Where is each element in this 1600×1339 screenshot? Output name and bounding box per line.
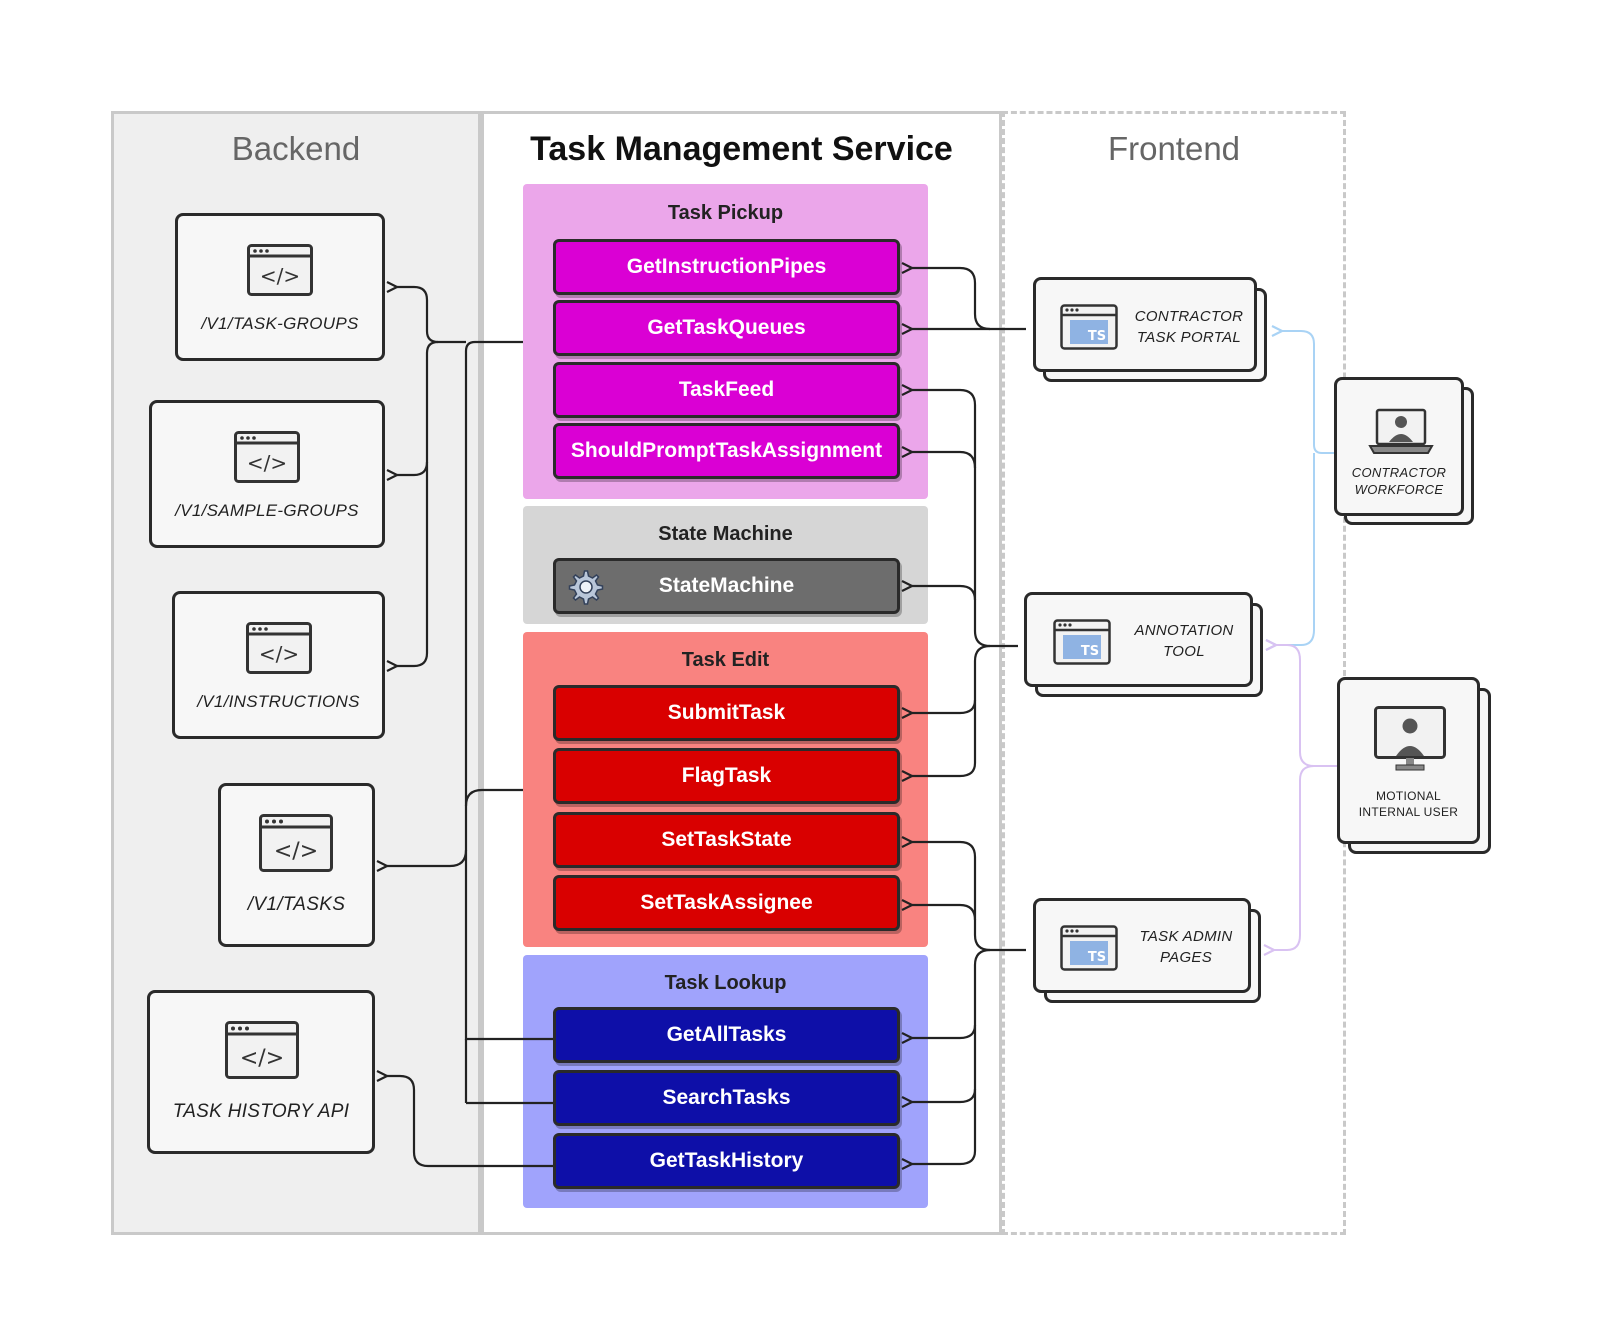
endpoint-set-task-assignee[interactable]: SetTaskAssignee (553, 875, 900, 931)
backend-card-task-groups[interactable]: </> /V1/TASK-GROUPS (175, 213, 385, 361)
backend-title: Backend (231, 130, 361, 167)
user-label-line: INTERNAL USER (1358, 805, 1459, 819)
monitor-user-icon (1374, 706, 1446, 771)
user-card-motional-internal-user[interactable]: MOTIONAL INTERNAL USER (1337, 677, 1480, 844)
endpoint-get-task-history[interactable]: GetTaskHistory (553, 1133, 900, 1189)
backend-label: /V1/SAMPLE-GROUPS (175, 501, 359, 520)
svg-text:</>: </> (260, 264, 300, 288)
connector-line (912, 700, 977, 776)
typescript-window-icon: TS (1060, 304, 1118, 350)
code-window-icon: </> (259, 814, 333, 872)
backend-label: TASK HISTORY API (172, 1101, 350, 1122)
gear-icon (568, 570, 604, 605)
connector-line (912, 644, 991, 713)
frontend-label-line: TOOL (1163, 643, 1205, 660)
connector-line (912, 452, 977, 469)
backend-label: /V1/TASK-GROUPS (201, 314, 359, 333)
frontend-title: Frontend (1107, 130, 1241, 167)
connector-line (912, 905, 977, 921)
endpoint-should-prompt-task-assignment[interactable]: ShouldPromptTaskAssignment (553, 423, 900, 479)
frontend-label: ANNOTATION TOOL (1123, 620, 1245, 662)
frontend-label-line: CONTRACTOR (1134, 308, 1244, 325)
connector-line (912, 268, 1026, 331)
user-label: CONTRACTOR WORKFORCE (1337, 464, 1461, 498)
backend-label: /V1/INSTRUCTIONS (197, 692, 360, 711)
user-label-line: WORKFORCE (1354, 482, 1444, 497)
user-label: MOTIONAL INTERNAL USER (1340, 788, 1477, 820)
frontend-label-line: ANNOTATION (1134, 622, 1234, 639)
endpoint-get-task-queues[interactable]: GetTaskQueues (553, 300, 900, 356)
backend-label: /V1/TASKS (247, 894, 346, 915)
svg-text:</>: </> (247, 451, 287, 475)
endpoint-search-tasks[interactable]: SearchTasks (553, 1070, 900, 1126)
svg-text:TS: TS (1088, 329, 1106, 344)
connector-line (1276, 645, 1337, 767)
connector-line (387, 1076, 553, 1168)
code-window-icon: </> (234, 431, 300, 483)
task-pickup-title: Task Pickup (667, 202, 784, 224)
endpoint-flag-task[interactable]: FlagTask (553, 748, 900, 804)
typescript-window-icon: TS (1060, 925, 1118, 971)
connector-line (912, 842, 1026, 952)
task-lookup-title: Task Lookup (664, 972, 787, 994)
connector-line (387, 849, 468, 866)
frontend-card-annotation-tool[interactable]: TS ANNOTATION TOOL (1024, 592, 1253, 687)
connector-line (912, 390, 1018, 648)
connector-line (912, 948, 991, 1038)
svg-text:TS: TS (1081, 644, 1099, 659)
endpoint-get-instruction-pipes[interactable]: GetInstructionPipes (553, 239, 900, 295)
connector-line (912, 586, 977, 601)
state-machine-title: State Machine (658, 523, 793, 545)
frontend-label: TASK ADMIN PAGES (1124, 926, 1248, 968)
user-card-contractor-workforce[interactable]: CONTRACTOR WORKFORCE (1334, 377, 1464, 516)
connector-line (1282, 331, 1334, 454)
frontend-card-contractor-task-portal[interactable]: TS CONTRACTOR TASK PORTAL (1033, 277, 1257, 372)
user-label-line: CONTRACTOR (1351, 465, 1447, 480)
connector-line (397, 287, 466, 344)
endpoint-state-machine[interactable]: StateMachine (553, 558, 900, 614)
frontend-label-line: PAGES (1159, 949, 1213, 966)
code-window-icon: </> (246, 622, 312, 674)
svg-text:</>: </> (259, 642, 299, 666)
user-label-line: MOTIONAL (1375, 789, 1442, 803)
backend-card-instructions[interactable]: </> /V1/INSTRUCTIONS (172, 591, 385, 739)
frontend-label-line: TASK ADMIN (1139, 928, 1233, 945)
backend-card-task-history-api[interactable]: </> TASK HISTORY API (147, 990, 375, 1154)
svg-text:</>: </> (240, 1046, 284, 1071)
frontend-label-line: TASK PORTAL (1136, 329, 1242, 346)
code-window-icon: </> (225, 1021, 299, 1079)
svg-text:TS: TS (1088, 950, 1106, 965)
state-machine-label: StateMachine (658, 574, 795, 597)
connector-line (397, 462, 429, 666)
endpoint-get-all-tasks[interactable]: GetAllTasks (553, 1007, 900, 1063)
connector-line (464, 788, 523, 807)
code-window-icon: </> (247, 244, 313, 296)
connector-line (464, 340, 553, 1041)
frontend-label: CONTRACTOR TASK PORTAL (1128, 306, 1250, 348)
connector-line (1276, 453, 1315, 645)
connector-line (1274, 765, 1315, 950)
frontend-card-task-admin-pages[interactable]: TS TASK ADMIN PAGES (1033, 898, 1251, 993)
backend-card-tasks[interactable]: </> /V1/TASKS (218, 783, 375, 947)
backend-card-sample-groups[interactable]: </> /V1/SAMPLE-GROUPS (149, 400, 385, 548)
svg-text:</>: </> (274, 839, 318, 864)
endpoint-set-task-state[interactable]: SetTaskState (553, 812, 900, 868)
task-edit-title: Task Edit (681, 649, 770, 671)
connector-line (912, 1089, 977, 1164)
laptop-user-icon (1368, 408, 1434, 454)
typescript-window-icon: TS (1053, 619, 1111, 665)
connector-line (397, 340, 439, 475)
endpoint-task-feed[interactable]: TaskFeed (553, 362, 900, 418)
endpoint-submit-task[interactable]: SubmitTask (553, 685, 900, 741)
service-title: Task Management Service (530, 130, 953, 168)
